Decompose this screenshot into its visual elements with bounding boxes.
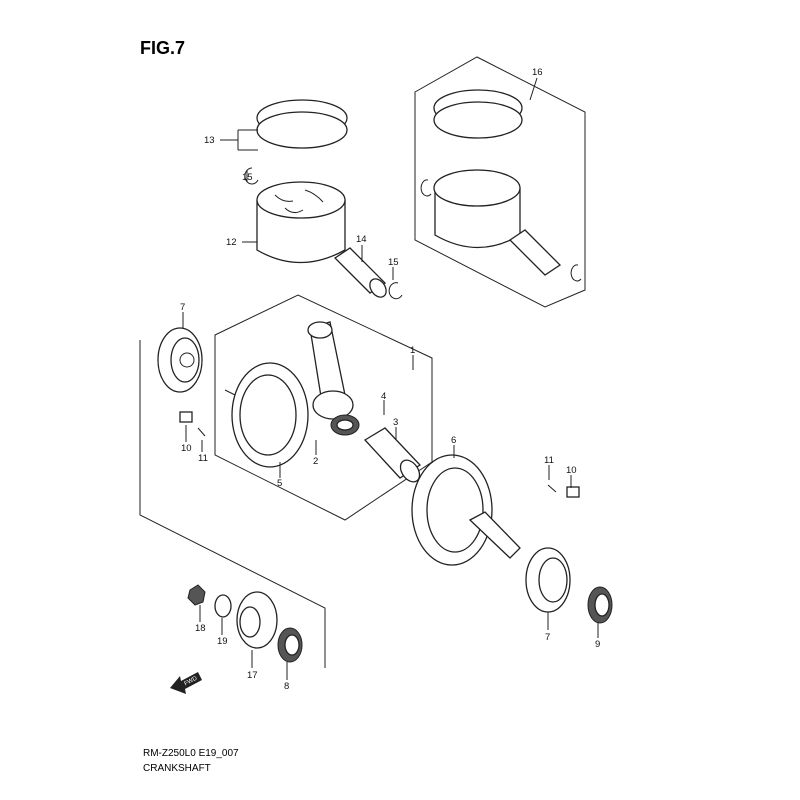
callout-5: 5: [277, 478, 282, 489]
forward-direction-arrow: FWD: [170, 672, 202, 694]
callout-18: 18: [195, 623, 206, 634]
circlip: [244, 167, 259, 185]
crank-web-left: [224, 362, 309, 468]
callout-13: 13: [204, 135, 215, 146]
piston: [256, 181, 346, 264]
callout-4: 4: [381, 391, 386, 402]
washer: [214, 594, 232, 618]
needle-bearing: [330, 414, 360, 436]
callout-11: 11: [544, 455, 554, 466]
bearing: [157, 327, 203, 393]
callout-7: 7: [545, 632, 550, 643]
callout-10: 10: [181, 443, 192, 454]
piston-set-frame: [414, 56, 586, 308]
bearing: [525, 547, 571, 613]
diagram-code: RM-Z250L0 E19_007: [143, 748, 239, 759]
callout-1: 1: [410, 345, 415, 356]
connecting-rod: [307, 321, 354, 420]
primary-drive-gear: [236, 591, 278, 649]
callout-7: 7: [180, 302, 185, 313]
callout-15: 15: [242, 172, 253, 183]
callout-3: 3: [393, 417, 398, 428]
piston-rings: [256, 99, 348, 149]
callout-14: 14: [356, 234, 367, 245]
crank-web-right: [411, 454, 521, 566]
callout-12: 12: [226, 237, 237, 248]
callout-10: 10: [566, 465, 577, 476]
callout-9: 9: [595, 639, 600, 650]
callout-8: 8: [284, 681, 289, 692]
left-side-frame: [139, 340, 326, 668]
callout-15: 15: [388, 257, 399, 268]
oil-seal: [587, 586, 613, 624]
piston-pin: [333, 247, 387, 298]
callout-2: 2: [313, 456, 318, 467]
nut: [187, 584, 206, 606]
callout-17: 17: [247, 670, 258, 681]
callout-16: 16: [532, 67, 543, 78]
circlip: [388, 282, 403, 300]
crank-pin: [363, 427, 422, 483]
diagram-name: CRANKSHAFT: [143, 763, 211, 774]
bolt-and-plate: [179, 411, 580, 498]
figure-title: FIG.7: [140, 38, 186, 58]
callout-11: 11: [198, 453, 208, 464]
piston-set: [420, 89, 582, 282]
oil-seal: [277, 627, 303, 663]
callout-19: 19: [217, 636, 228, 647]
leader-lines: [182, 77, 599, 680]
callout-6: 6: [451, 435, 456, 446]
